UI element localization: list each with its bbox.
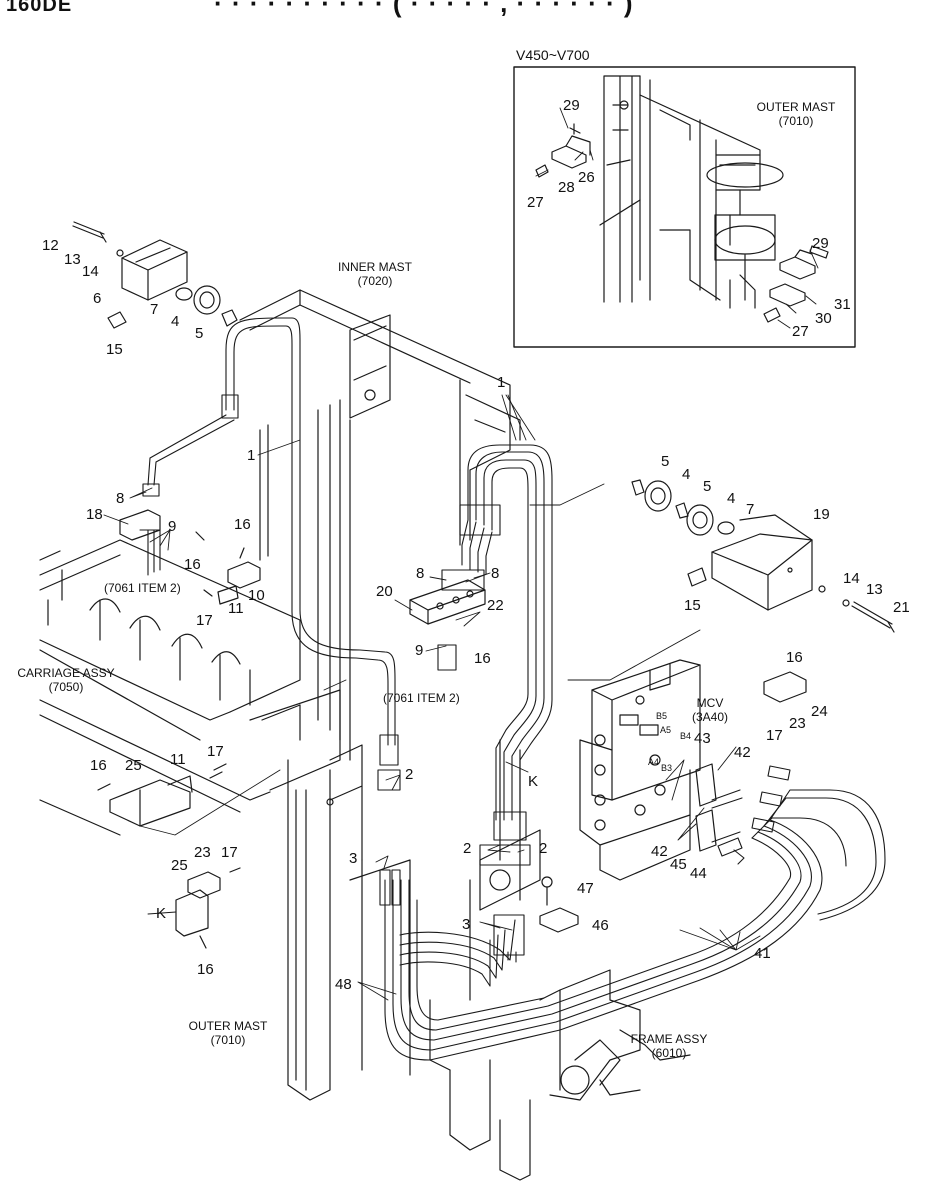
callout: 7: [150, 301, 159, 318]
inset-range-label: V450~V700: [516, 47, 590, 63]
carriage-assy-name: CARRIAGE ASSY: [17, 666, 115, 680]
callout: 17: [207, 743, 224, 760]
callout: 44: [690, 865, 707, 882]
callout: 8: [491, 565, 500, 582]
callout: 11: [170, 751, 186, 768]
callout: 15: [684, 597, 701, 614]
callout: 20: [376, 583, 393, 600]
callout: 30: [815, 310, 832, 327]
mcv-code: (3A40): [691, 710, 729, 724]
callout: 16: [234, 516, 251, 533]
frame-assy-name: FRAME ASSY: [630, 1032, 708, 1046]
callout: 5: [661, 453, 670, 470]
callout: 6: [93, 290, 102, 307]
callout: 3: [349, 850, 358, 867]
callout: 16: [197, 961, 214, 978]
callout: 4: [682, 466, 691, 483]
inset-outer-mast-name: OUTER MAST: [756, 100, 836, 114]
callout: 21: [893, 599, 910, 616]
callout: 5: [703, 478, 712, 495]
callout: 19: [813, 506, 830, 523]
callout: 41: [754, 945, 771, 962]
callout: 12: [42, 237, 59, 254]
callout: 9: [415, 642, 424, 659]
callout: 28: [558, 179, 575, 196]
callout: 11: [228, 600, 244, 617]
inner-mast-code: (7020): [357, 274, 393, 288]
outer-mast-code: (7010): [210, 1033, 246, 1047]
callout: 18: [86, 506, 103, 523]
callout: 17: [766, 727, 783, 744]
port-label: A4: [648, 757, 660, 767]
callout: 14: [82, 263, 99, 280]
callout: 4: [727, 490, 736, 507]
callout: 27: [792, 323, 809, 340]
callout: 23: [194, 844, 211, 861]
callout: 43: [694, 730, 711, 747]
inset-frame: [513, 66, 856, 348]
port-label: B3: [661, 763, 673, 773]
callout: 25: [171, 857, 188, 874]
callout: 3: [462, 916, 471, 933]
callout: 14: [843, 570, 860, 587]
callout: 46: [592, 917, 609, 934]
callout: 47: [577, 880, 594, 897]
port-label: B5: [656, 711, 668, 721]
callout: 17: [221, 844, 238, 861]
callout: 16: [786, 649, 803, 666]
callout: 1: [497, 374, 506, 391]
callout: 5: [195, 325, 204, 342]
callout: 16: [474, 650, 491, 667]
page-title-fragment: · · · · · · · · · · ( · · · · · , · · · …: [214, 0, 634, 18]
callout: 26: [578, 169, 595, 186]
callout: 45: [670, 856, 687, 873]
callout: 9: [168, 518, 177, 535]
callout: 1: [247, 447, 256, 464]
inset-outer-mast-code: (7010): [778, 114, 814, 128]
item-ref-left: (7061 ITEM 2): [104, 581, 181, 595]
callout: 29: [563, 97, 580, 114]
callout: 13: [64, 251, 81, 268]
callout: 4: [171, 313, 180, 330]
callout: 2: [463, 840, 472, 857]
item-ref-center: (7061 ITEM 2): [383, 691, 460, 705]
callout: 8: [116, 490, 125, 507]
port-label: B4: [680, 731, 692, 741]
model-code: 160DE: [6, 0, 73, 16]
callout: 8: [416, 565, 425, 582]
callout: 29: [812, 235, 829, 252]
callout: 42: [651, 843, 668, 860]
port-label: A5: [660, 725, 672, 735]
detail-mark-k: K: [528, 773, 539, 790]
callout: 27: [527, 194, 544, 211]
inner-mast-name: INNER MAST: [337, 260, 413, 274]
carriage-assy-code: (7050): [48, 680, 84, 694]
frame-assy-code: (6010): [651, 1046, 687, 1060]
callout: 10: [248, 587, 265, 604]
callout: 2: [539, 840, 548, 857]
detail-mark-k: K: [156, 905, 167, 922]
mcv-name: MCV: [696, 696, 724, 710]
callout: 15: [106, 341, 123, 358]
callout: 2: [405, 766, 414, 783]
callout: 25: [125, 757, 142, 774]
callout: 24: [811, 703, 828, 720]
callout: 22: [487, 597, 504, 614]
callout: 17: [196, 612, 213, 629]
callout: 16: [90, 757, 107, 774]
callout: 23: [789, 715, 806, 732]
callout: 48: [335, 976, 352, 993]
callout: 16: [184, 556, 201, 573]
callout: 31: [834, 296, 851, 313]
callout: 42: [734, 744, 751, 761]
outer-mast-name: OUTER MAST: [188, 1019, 268, 1033]
callout: 7: [746, 501, 755, 518]
callout: 13: [866, 581, 883, 598]
